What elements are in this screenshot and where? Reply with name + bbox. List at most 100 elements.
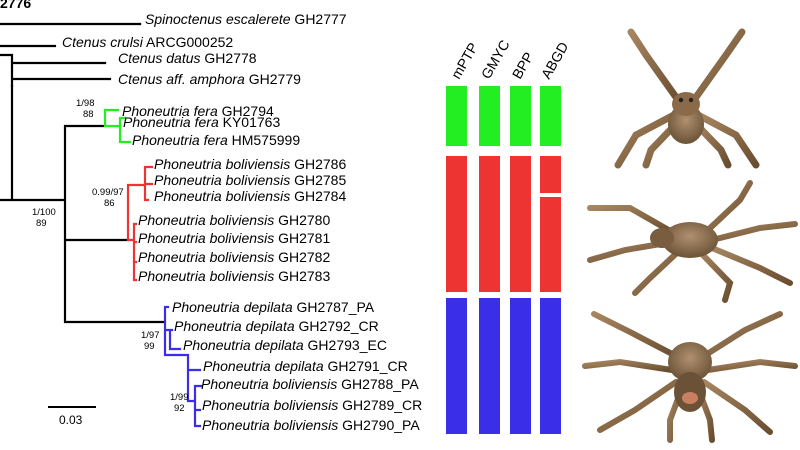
bar-gmyc-depilata [479,298,500,434]
delimitation-bars [446,86,561,434]
taxon-label: Phoneutria depilata GH2791_CR [203,358,408,374]
taxon-label: Spinoctenus escalerete GH2777 [145,11,347,27]
method-headers: mPTP GMYC BPP ABGD [448,37,572,81]
taxon-code: GH2780 [274,212,330,228]
taxon-code: GH2791_CR [324,358,408,374]
taxon-species-name: Phoneutria boliviensis [138,230,274,246]
support-subclade-2: 92 [174,403,185,414]
taxon-label: Ctenus aff. amphora GH2779 [118,71,301,87]
taxon-label: Phoneutria boliviensis GH2790_PA [202,417,420,433]
spider-photo-fera [614,28,760,169]
taxon-label: Phoneutria boliviensis GH2786 [154,156,346,172]
taxon-code: GH2784 [290,188,346,204]
taxon-code: HM575999 [228,132,301,148]
bar-abgd-fera [540,86,561,146]
taxon-species-name: Phoneutria boliviensis [138,268,274,284]
taxon-code: KY01763 [219,114,281,130]
taxon-species-name: Phoneutria boliviensis [202,397,338,413]
bar-mptp-depilata [446,298,467,434]
taxon-code: GH2786 [290,156,346,172]
taxon-species-name: Ctenus crulsi [62,34,144,50]
scale-bar: 0.03 [48,406,96,427]
taxon-species-name: Phoneutria boliviensis [201,376,337,392]
taxon-label: Ctenus crulsi ARCG000252 [62,34,233,50]
taxon-code: GH2787_PA [293,299,375,315]
support-subclade-1: 1/99 [170,392,189,403]
support-depilata-2: 99 [144,341,155,352]
taxon-label: Phoneutria boliviensis GH2782 [138,249,330,265]
spider-photo-depilata [582,311,798,443]
branch-backbone [0,84,167,324]
taxon-species-name: Phoneutria fera [122,103,218,119]
taxon-label: Phoneutria boliviensis GH2781 [138,230,330,246]
method-header-bpp: BPP [509,49,537,81]
taxon-species-name: Ctenus aff. amphora [118,71,245,87]
taxon-species-name: Phoneutria boliviensis [154,156,290,172]
taxon-species-name: Phoneutria depilata [183,337,304,353]
support-fera-1: 1/98 [76,98,95,109]
method-header-abgd: ABGD [538,39,572,81]
taxon-label: Phoneutria fera KY01763 [123,114,280,130]
taxon-code: GH2789_CR [338,397,422,413]
method-header-mptp: mPTP [448,40,481,82]
taxon-species-name: Spinoctenus escalerete [145,11,291,27]
taxon-species-name: Phoneutria boliviensis [202,417,338,433]
taxon-species-name: Phoneutria depilata [172,299,293,315]
taxon-species-name: Phoneutria boliviensis [138,249,274,265]
taxon-code: GH2783 [274,268,330,284]
taxon-code: GH2788_PA [337,376,419,392]
support-backbone-1: 1/100 [32,207,56,218]
taxon-species-name: Phoneutria fera [132,132,228,148]
scale-bar-label: 0.03 [59,413,83,427]
taxon-code: GH2782 [274,249,330,265]
taxon-code: ARCG000252 [143,34,233,50]
branch-fera [103,108,132,144]
taxon-code: GH2777 [291,11,347,27]
taxon-code: GH2785 [290,172,346,188]
taxon-label: Phoneutria boliviensis GH2780 [138,212,330,228]
taxon-species-name: Ctenus datus [118,50,201,66]
taxon-code: GH2790_PA [338,417,420,433]
taxon-label: Phoneutria boliviensis GH2788_PA [201,376,419,392]
bar-gmyc-boliviensis [479,156,500,292]
taxon-code: GH2794 [218,103,274,119]
taxon-label: Phoneutria fera GH2794 [122,103,274,119]
taxon-label: Phoneutria boliviensis GH2785 [154,172,346,188]
taxon-label: Phoneutria depilata GH2792_CR [174,318,379,334]
taxon-label: Phoneutria boliviensis GH2784 [154,188,346,204]
taxon-code: GH2778 [201,50,257,66]
support-backbone-2: 89 [36,218,47,229]
tree-branches [0,22,203,428]
spider-photo-boliviensis [587,180,798,303]
bar-mptp-boliviensis [446,156,467,292]
branch-depilata [163,305,203,428]
bar-bpp-depilata [510,298,531,434]
taxon-species-name: Phoneutria depilata [203,358,324,374]
taxon-species-name: Phoneutria boliviensis [154,172,290,188]
taxon-code: GH2779 [245,71,301,87]
taxon-code: GH2793_EC [304,337,387,353]
taxon-label: Phoneutria fera HM575999 [132,132,300,148]
taxon-label: Phoneutria depilata GH2793_EC [183,337,387,353]
taxon-species-name: Phoneutria boliviensis [138,212,274,228]
taxon-code: GH2781 [274,230,330,246]
taxon-label: Phoneutria depilata GH2787_PA [172,299,375,315]
bar-bpp-fera [510,86,531,146]
bar-gmyc-fera [479,86,500,146]
taxon-label: Phoneutria boliviensis GH2789_CR [202,397,422,413]
branch-outgroup [0,22,142,88]
taxon-code: GH2792_CR [295,318,379,334]
support-boliviensis-2: 86 [104,198,115,209]
taxon-species-name: Phoneutria boliviensis [154,188,290,204]
support-boliviensis-1: 0.99/97 [92,187,124,198]
bar-abgd-depilata [540,298,561,434]
support-depilata-1: 1/97 [141,330,160,341]
method-header-gmyc: GMYC [478,37,513,81]
taxon-species-name: Phoneutria depilata [174,318,295,334]
bar-abgd-boliviensis-b [540,197,561,292]
support-values: 1/98 88 0.99/97 86 1/100 89 1/97 99 1/99… [32,98,189,414]
support-fera-2: 88 [83,109,94,120]
taxon-label: Ctenus datus GH2778 [118,50,257,66]
